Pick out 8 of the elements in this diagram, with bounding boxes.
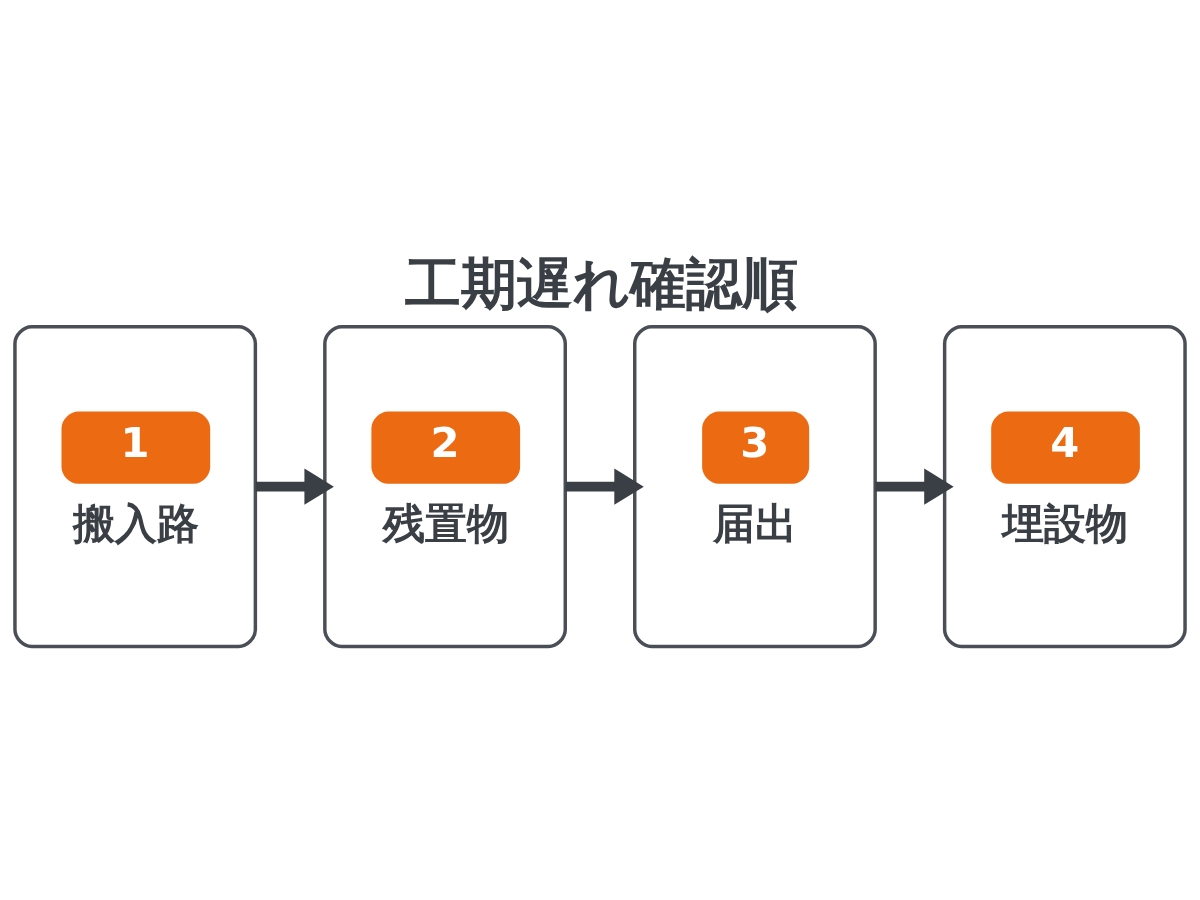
- node-box: 2 残置物: [323, 324, 567, 648]
- node-box: 1 搬入路: [13, 324, 258, 648]
- arrow: [565, 468, 644, 505]
- node-box: 3 届出: [633, 324, 877, 648]
- arrow: [255, 468, 334, 505]
- diagram-title: 工期遅れ確認順: [405, 250, 799, 316]
- node-box: 4 埋設物: [942, 324, 1187, 648]
- arrow: [875, 468, 954, 505]
